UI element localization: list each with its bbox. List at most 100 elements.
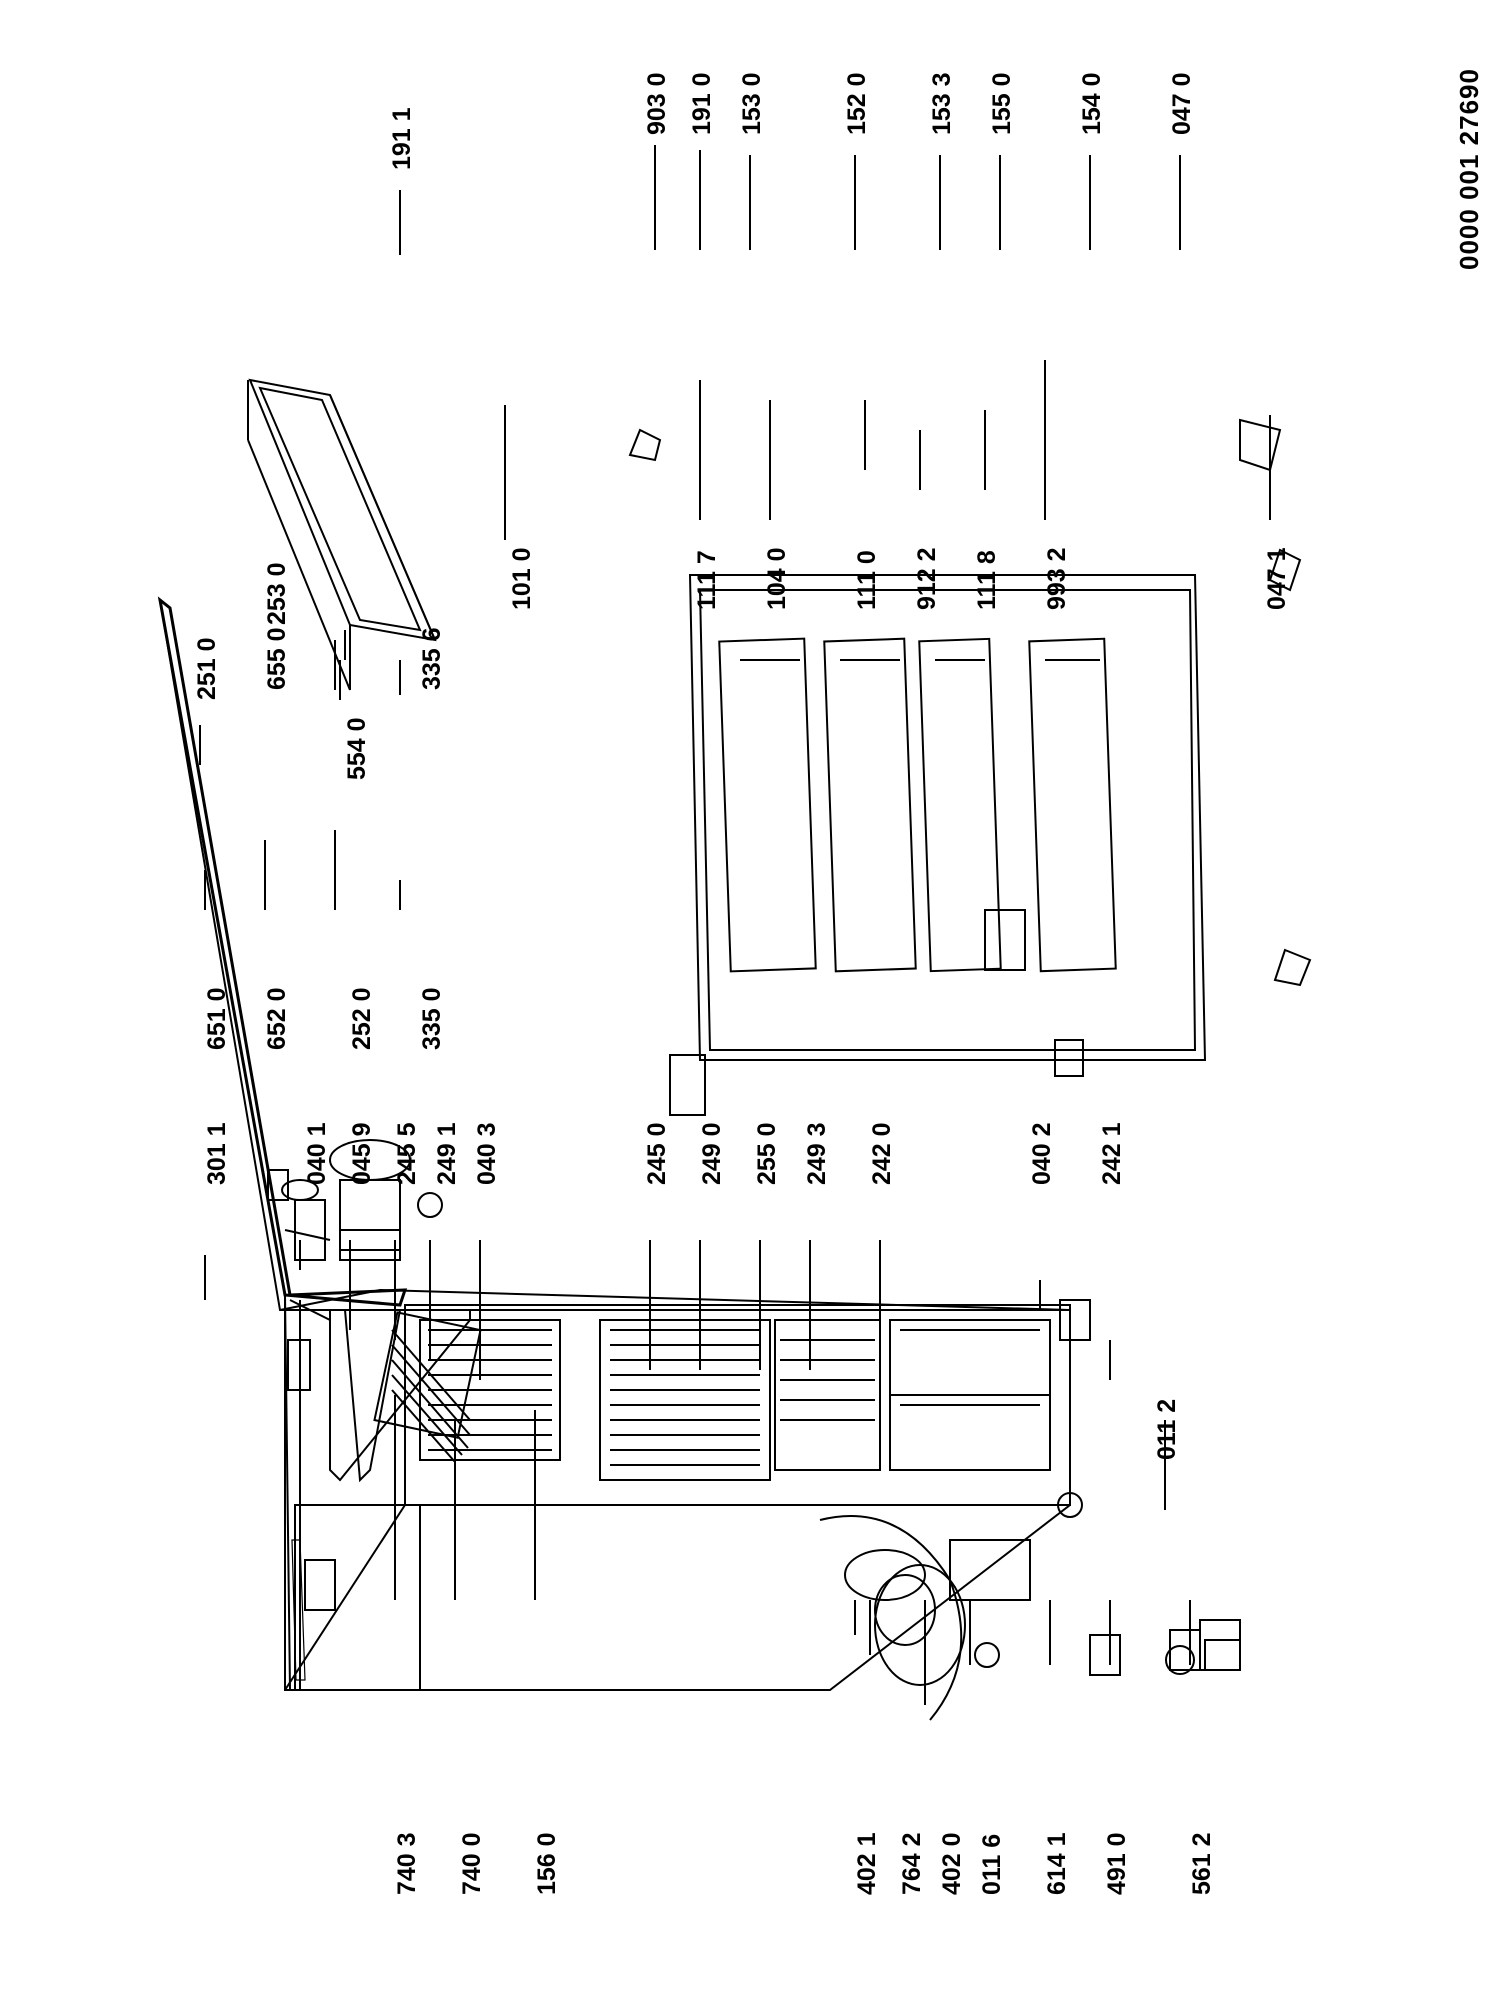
svg-text:561 2: 561 2 [1188, 1832, 1216, 1895]
svg-text:651 0: 651 0 [203, 987, 231, 1050]
glass-shelf [774, 1319, 881, 1471]
door-drawing [688, 574, 1207, 1061]
svg-text:652 0: 652 0 [263, 987, 291, 1050]
label-249-1: 249 1 [433, 1122, 461, 1185]
svg-text:402 0: 402 0 [938, 1832, 966, 1895]
crisper-drawers [889, 1319, 1051, 1471]
svg-text:245 0: 245 0 [643, 1122, 671, 1185]
label-903-0: 903 0 [643, 72, 671, 135]
label-251-0: 251 0 [193, 637, 221, 700]
label-245-0: 245 0 [643, 1122, 671, 1185]
svg-text:152 0: 152 0 [843, 72, 871, 135]
label-040-2: 040 2 [1028, 1122, 1056, 1185]
svg-text:047 1: 047 1 [1263, 547, 1291, 610]
svg-text:301 1: 301 1 [203, 1122, 231, 1185]
label-156-0: 156 0 [533, 1832, 561, 1895]
label-047-1: 047 1 [1263, 547, 1291, 610]
svg-text:903 0: 903 0 [643, 72, 671, 135]
svg-text:191 1: 191 1 [388, 107, 416, 170]
label-301-1: 301 1 [203, 1122, 231, 1185]
label-104-0: 104 0 [763, 547, 791, 610]
svg-text:047 0: 047 0 [1168, 72, 1196, 135]
label-011-6: 011 6 [978, 1834, 1006, 1895]
label-191-0: 191 0 [688, 72, 716, 135]
refrigerator-cabinet-drawing [157, 596, 1071, 1691]
svg-text:040 3: 040 3 [473, 1122, 501, 1185]
freezer-door-drawing [247, 378, 437, 691]
svg-text:255 0: 255 0 [753, 1122, 781, 1185]
label-740-3: 740 3 [393, 1832, 421, 1895]
leader-lines [199, 145, 1271, 1705]
svg-text:011 2: 011 2 [1153, 1399, 1181, 1460]
svg-text:402 1: 402 1 [853, 1832, 881, 1895]
label-040-3: 040 3 [473, 1122, 501, 1185]
svg-text:554 0: 554 0 [343, 717, 371, 780]
label-253-0: 253 0 [263, 562, 291, 625]
svg-text:155 0: 155 0 [988, 72, 1016, 135]
label-111-0: 111 0 [853, 550, 881, 610]
label-335-0: 335 0 [418, 987, 446, 1050]
svg-text:912 2: 912 2 [913, 547, 941, 610]
svg-text:045 9: 045 9 [348, 1122, 376, 1185]
label-249-3: 249 3 [803, 1122, 831, 1185]
label-561-2: 561 2 [1188, 1832, 1216, 1895]
label-651-0: 651 0 [203, 987, 231, 1050]
svg-text:040 1: 040 1 [303, 1122, 331, 1185]
label-045-9: 045 9 [348, 1122, 376, 1185]
svg-text:101 0: 101 0 [508, 547, 536, 610]
label-764-2: 764 2 [898, 1832, 926, 1895]
label-111-8: 111 8 [973, 550, 1001, 610]
label-249-0: 249 0 [698, 1122, 726, 1185]
label-740-0: 740 0 [458, 1832, 486, 1895]
svg-text:764 2: 764 2 [898, 1832, 926, 1895]
svg-text:191 0: 191 0 [688, 72, 716, 135]
compressor-drawing [819, 1492, 1083, 1721]
svg-text:993 2: 993 2 [1043, 547, 1071, 610]
label-101-0: 101 0 [508, 547, 536, 610]
label-154-0: 154 0 [1078, 72, 1106, 135]
label-040-1: 040 1 [303, 1122, 331, 1185]
freezer-grille [373, 1311, 482, 1463]
svg-text:614 1: 614 1 [1043, 1832, 1071, 1895]
svg-text:335 0: 335 0 [418, 987, 446, 1050]
svg-text:655 0: 655 0 [263, 627, 291, 690]
svg-text:251 0: 251 0 [193, 637, 221, 700]
svg-text:491 0: 491 0 [1103, 1832, 1131, 1895]
svg-text:040 2: 040 2 [1028, 1122, 1056, 1185]
label-335-6: 335 6 [418, 627, 446, 690]
label-652-0: 652 0 [263, 987, 291, 1050]
thermostat-parts-drawing [267, 1139, 443, 1391]
svg-text:740 3: 740 3 [393, 1832, 421, 1895]
label-153-0: 153 0 [738, 72, 766, 135]
label-554-0: 554 0 [343, 717, 371, 780]
label-191-1: 191 1 [388, 107, 416, 170]
document-id: 0000 001 27690 [1454, 68, 1484, 270]
label-152-0: 152 0 [843, 72, 871, 135]
svg-text:252 0: 252 0 [348, 987, 376, 1050]
svg-text:249 0: 249 0 [698, 1122, 726, 1185]
label-491-0: 491 0 [1103, 1832, 1131, 1895]
svg-text:111 7: 111 7 [693, 550, 721, 610]
label-242-1: 242 1 [1098, 1122, 1126, 1185]
svg-text:249 1: 249 1 [433, 1122, 461, 1185]
svg-text:156 0: 156 0 [533, 1832, 561, 1895]
door-small-parts [628, 418, 1312, 1676]
svg-text:111 8: 111 8 [973, 550, 1001, 610]
label-011-2: 011 2 [1153, 1399, 1181, 1460]
evaporator-plate [419, 1319, 561, 1461]
label-047-0: 047 0 [1168, 72, 1196, 135]
svg-text:245 5: 245 5 [393, 1122, 421, 1185]
svg-text:740 0: 740 0 [458, 1832, 486, 1895]
label-245-5: 245 5 [393, 1122, 421, 1185]
svg-text:242 1: 242 1 [1098, 1122, 1126, 1185]
label-153-3: 153 3 [928, 72, 956, 135]
svg-text:154 0: 154 0 [1078, 72, 1106, 135]
label-402-0: 402 0 [938, 1832, 966, 1895]
svg-text:253 0: 253 0 [263, 562, 291, 625]
document-id-text: 0000 001 27690 [1454, 68, 1484, 270]
label-155-0: 155 0 [988, 72, 1016, 135]
label-242-0: 242 0 [868, 1122, 896, 1185]
svg-text:011 6: 011 6 [978, 1834, 1006, 1895]
svg-text:153 0: 153 0 [738, 72, 766, 135]
